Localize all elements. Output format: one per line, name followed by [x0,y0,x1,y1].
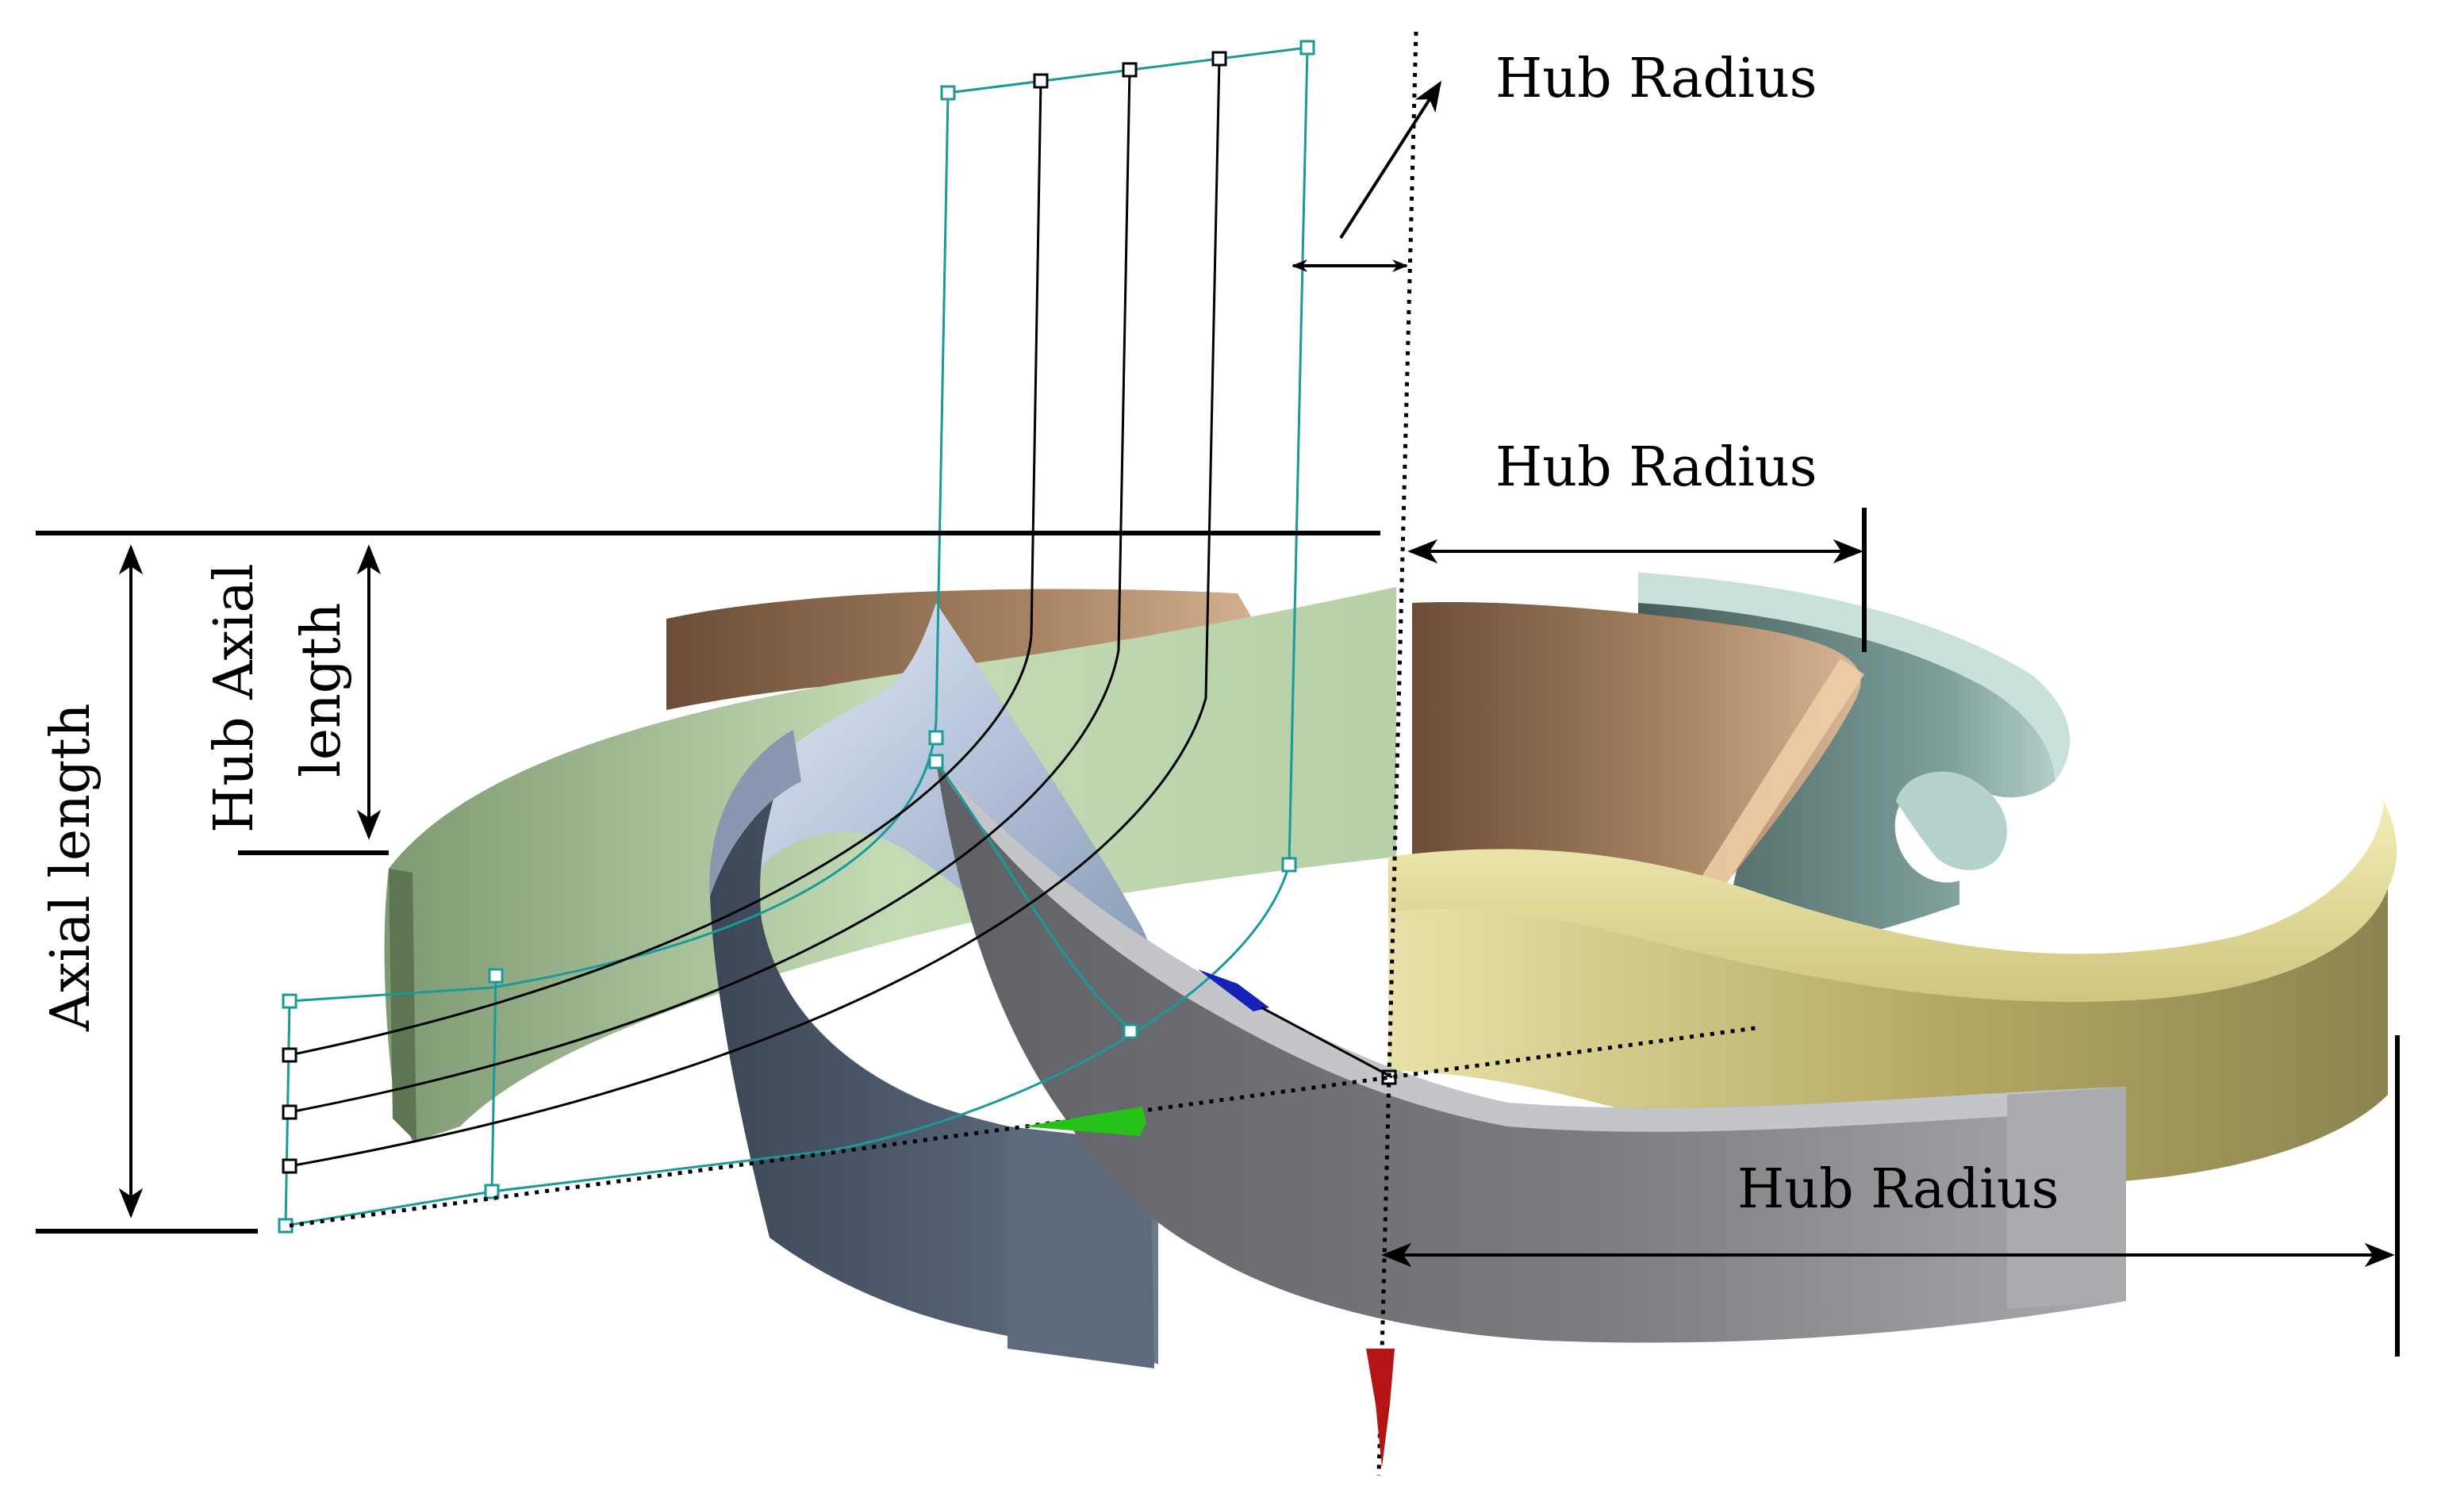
blue-axis-stem [1261,1006,1393,1079]
control-point [282,1104,297,1120]
blade-slate-top-rim [709,730,801,896]
dimension-annotations [36,80,2400,1357]
blade-yellow-top [1388,801,2397,1002]
hub-radius-middle-label: Hub Radius [1495,436,1817,499]
spanwise-curve-1 [289,80,1042,1057]
control-point [940,85,956,101]
control-point [488,968,504,984]
blade-teal-hook-inner [1896,771,2007,870]
hub-axial-length-label-line2: length [290,603,353,777]
spanwise-curves [289,58,1221,1168]
hub-radius-bottom-label: Hub Radius [1737,1158,2059,1221]
control-point [1122,62,1138,78]
blade-slate-front-face [1007,1126,1154,1368]
control-point [928,730,944,746]
control-point [282,993,297,1009]
control-point [282,1158,297,1174]
rotation-axis-vertical [1376,31,1418,1476]
red-cone-arrow-icon [1366,1349,1395,1468]
hub-radius-top-label: Hub Radius [1495,48,1817,110]
construction-line-mid-left [490,975,497,1192]
blade-green-band-edge [389,869,416,1142]
rotation-axis [289,31,1762,1476]
blade-teal-top-rim [1638,573,2071,781]
construction-curve-trailing-edge [285,47,1309,1227]
construction-curve-inner [935,761,1135,1033]
control-point [1033,73,1049,89]
control-point [484,1184,500,1199]
control-point [1281,857,1297,873]
blade-grey-band [936,762,2126,1343]
spanwise-curve-3 [289,58,1221,1168]
construction-curve-leading-edge [289,92,950,1003]
control-point [1211,51,1227,67]
control-point [1123,1023,1138,1039]
hub-radius-top-leader [1339,80,1442,240]
control-point [1299,40,1315,56]
hub-axial-length-label-line1: Hub Axial [203,563,266,833]
green-cone-arrow-icon [1023,1107,1146,1136]
blue-cone-arrow-icon [1198,969,1269,1011]
blade-green-band [384,587,1396,1142]
control-point [928,754,944,769]
control-points [278,40,1397,1234]
axial-length-label: Axial length [40,703,102,1032]
control-point [282,1047,297,1063]
blade-bronze-highlight [1674,658,1864,928]
blade-bronze-back-left [666,589,1285,710]
spanwise-curve-2 [289,69,1131,1114]
